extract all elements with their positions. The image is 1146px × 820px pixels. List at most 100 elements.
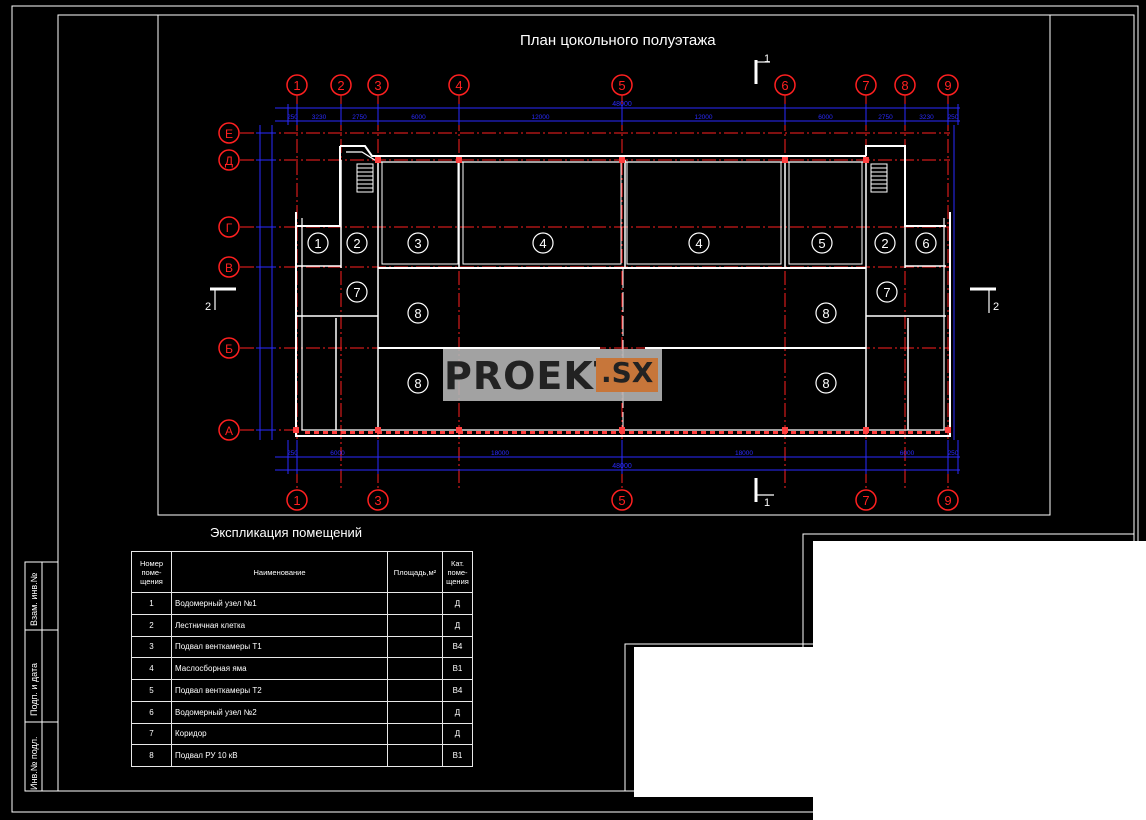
column-mark <box>945 427 951 433</box>
section-2-left-label: 2 <box>205 301 211 313</box>
dim-label-top: 2750 <box>878 114 893 121</box>
foundation-tooth <box>521 431 526 434</box>
foundation-tooth <box>755 431 760 434</box>
room-number: 2 <box>353 236 360 251</box>
foundation-tooth <box>404 431 409 434</box>
cell-name: Маслосборная яма <box>171 657 388 680</box>
room-number-circle <box>346 232 368 254</box>
axis-label-top: 1 <box>293 78 300 93</box>
axis-label-top: 6 <box>781 78 788 93</box>
side-label-sign: Подп. и дата <box>29 662 39 716</box>
room-number-circle <box>688 232 710 254</box>
foundation-tooth <box>890 431 895 434</box>
cell-num: 2 <box>131 613 172 637</box>
dim-label-top: 250 <box>287 114 298 121</box>
outer-frame <box>11 5 1139 813</box>
dim-label-top: 3230 <box>312 114 327 121</box>
room-number: 8 <box>414 376 421 391</box>
axis-bubble-top <box>367 74 389 96</box>
axis-label-bottom: 5 <box>618 493 625 508</box>
cell-cat: В4 <box>442 635 473 659</box>
axis-label-top: 4 <box>455 78 462 93</box>
walls <box>293 145 951 437</box>
cell-cat: Д <box>442 722 473 746</box>
cell-area <box>387 700 443 724</box>
cell-num: 1 <box>131 592 172 615</box>
section-1-top-label: 1 <box>764 53 770 65</box>
foundation-tooth <box>431 431 436 434</box>
column-mark <box>456 427 462 433</box>
foundation-tooth <box>611 431 616 434</box>
axis-label-top: 3 <box>374 78 381 93</box>
room-number-circle <box>815 372 837 394</box>
axis-label-top: 8 <box>901 78 908 93</box>
cell-name: Водомерный узел №2 <box>171 700 388 724</box>
foundation-tooth <box>773 431 778 434</box>
foundation-tooth <box>332 431 337 434</box>
top-wall <box>340 145 866 157</box>
cell-num: 4 <box>131 657 172 680</box>
foundation-tooth <box>539 431 544 434</box>
axis-label-row: В <box>225 261 233 275</box>
dim-label-top: 2750 <box>352 114 367 121</box>
cell-cat: В1 <box>442 744 473 767</box>
column-mark <box>863 427 869 433</box>
room-number-circle <box>407 302 429 324</box>
header-cat: Кат. поме- щения <box>442 551 473 593</box>
cell-cat: Д <box>442 700 473 724</box>
cell-name: Коридор <box>171 722 388 746</box>
header-name: Наименование <box>171 551 388 593</box>
cell-area <box>387 744 443 767</box>
foundation-tooth <box>629 431 634 434</box>
axis-bubble-top <box>855 74 877 96</box>
axis-bubble-bottom <box>937 489 959 511</box>
right-wing <box>865 145 946 227</box>
watermark-text: PROEKT <box>444 354 621 398</box>
foundation-tooth <box>791 431 796 434</box>
foundation-tooth <box>512 431 517 434</box>
foundation-tooth <box>728 431 733 434</box>
axis-bubble-row <box>218 337 240 359</box>
foundation-tooth <box>656 431 661 434</box>
cell-num: 8 <box>131 744 172 767</box>
axis-label-row: Д <box>225 154 233 168</box>
foundation-tooth <box>647 431 652 434</box>
foundation-tooth <box>872 431 877 434</box>
dim-label-bottom-total: 48000 <box>612 463 632 470</box>
foundation-tooth <box>692 431 697 434</box>
dim-label-bottom: 18000 <box>491 450 509 457</box>
axis-label-top: 9 <box>944 78 951 93</box>
room-number: 4 <box>695 236 702 251</box>
dim-label-top: 250 <box>948 114 959 121</box>
stamp-redacted <box>634 647 814 797</box>
column-mark <box>375 427 381 433</box>
axis-label-bottom: 3 <box>374 493 381 508</box>
cell-cat: В4 <box>442 679 473 702</box>
room-number: 3 <box>414 236 421 251</box>
axis-bubble-top <box>330 74 352 96</box>
column-mark <box>863 157 869 163</box>
column-mark <box>782 427 788 433</box>
foundation-tooth <box>899 431 904 434</box>
room-outline <box>381 161 459 265</box>
axis-bubble-row <box>218 216 240 238</box>
foundation-tooth <box>674 431 679 434</box>
foundation-tooth <box>746 431 751 434</box>
side-label-inventory: Инв.№ подл. <box>29 736 39 790</box>
axis-label-bottom: 9 <box>944 493 951 508</box>
foundation-tooth <box>854 431 859 434</box>
foundation-tooth <box>764 431 769 434</box>
axis-bubble-row <box>218 149 240 171</box>
axis-label-row: А <box>225 424 233 438</box>
foundation-tooth <box>827 431 832 434</box>
room-number-circle <box>915 232 937 254</box>
axis-label-top: 2 <box>337 78 344 93</box>
foundation-tooth <box>683 431 688 434</box>
foundation-tooth <box>341 431 346 434</box>
foundation-tooth <box>818 431 823 434</box>
foundation-tooth <box>575 431 580 434</box>
